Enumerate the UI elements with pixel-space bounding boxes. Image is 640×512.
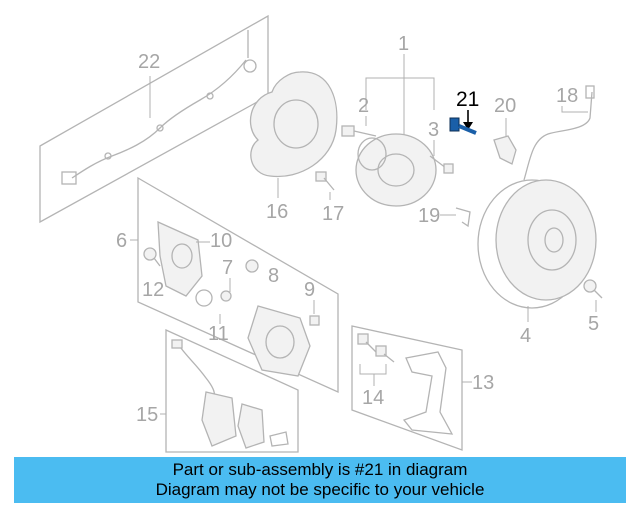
dust-shield [249,71,338,178]
panel-13-outline [351,325,463,451]
part-17-bolt-group: 17 [315,171,344,225]
bolt-21-head [449,117,460,132]
brake-pad-inner [201,391,237,447]
part-21-highlighted-bolt-group: 21 [449,88,479,135]
seal-ring [195,289,213,307]
guide-pin-shank-1 [365,341,377,353]
part-label-10: 10 [210,230,232,252]
hub-bolt-shank [353,130,377,137]
hub-bearing [357,137,387,171]
bolt-17-shank [323,177,335,191]
caliper-bore [265,325,295,359]
leader-18 [561,106,588,113]
cap-8 [245,259,259,273]
part-label-17: 17 [322,203,344,225]
part-19-clip-group: 19 [418,205,471,228]
info-banner: Part or sub-assembly is #21 in diagram D… [14,457,626,503]
guide-pin-head-2 [375,345,387,357]
part-label-2: 2 [358,95,369,117]
part-label-15: 15 [136,404,158,426]
part-label-13: 13 [472,372,494,394]
bolt-3-head [443,163,454,174]
part-22-abs-sensor-group: 22 [39,14,269,224]
part-20-bracket-group: 20 [493,95,517,165]
panel-22-outline [39,14,269,224]
part-label-4: 4 [520,325,531,347]
screw-5-head [583,279,597,293]
wear-sensor-plug [171,339,183,349]
sensor-connector [61,171,77,185]
part-label-18: 18 [556,85,578,107]
part-18-brake-line-group: 18 [523,85,595,181]
dust-shield-hub-hole [273,99,319,149]
bolt-12-shank [153,257,161,267]
hub-flange [355,133,437,207]
brake-pad-outer [237,403,265,449]
part-label-22: 22 [138,51,160,73]
brake-line [523,91,593,181]
part-4-brake-disc-group: 4 [477,179,597,347]
wire-clip-1 [104,152,112,160]
part-label-21: 21 [456,88,479,111]
bracket-20 [493,135,517,165]
pad-clip [269,431,289,447]
part-2-hub-bolt-group: 2 [341,95,377,137]
brake-line-fitting [585,85,595,99]
sensor-wire [71,59,247,179]
part-label-16: 16 [266,201,288,223]
caliper-piston [171,243,193,269]
guide-pin-head-1 [357,333,369,345]
disc-center-hole [544,227,564,253]
panel-15-outline [165,328,299,453]
part-label-14: 14 [362,387,384,409]
caliper-bracket [402,351,454,435]
wire-clip-3 [206,92,214,100]
part-label-9: 9 [304,279,315,301]
part-label-3: 3 [428,119,439,141]
clip-19 [455,207,471,228]
leader-1-bracket [365,77,435,110]
bleeder-valve [220,290,232,302]
brake-disc [495,179,597,301]
part-label-20: 20 [494,95,516,117]
leader-14-bracket [359,364,387,375]
part-13-bracket-panel-group: 13 14 [351,325,494,451]
part-5-screw-group: 5 [583,279,603,335]
bolt-21-shank [458,124,477,135]
arrow-21-head [463,122,473,130]
guide-pin-shank-2 [383,353,395,363]
bolt-12-head [143,247,157,261]
hub-center [377,153,415,187]
bolt-3-shank [429,155,447,169]
part-16-dust-shield-group: 16 [249,71,338,223]
part-label-7: 7 [222,257,233,279]
part-15-brake-pads-group: 15 [136,328,299,453]
brake-pad-carrier [157,220,203,297]
caliper-housing [247,305,311,377]
disc-hat [527,209,577,271]
part-6-caliper-panel-group: 6 10 12 7 8 11 9 [116,176,339,394]
part-1-hub-group: 1 [355,33,437,207]
part-label-5: 5 [588,313,599,335]
part-3-bolt-group: 3 [428,119,454,174]
hub-bolt-head [341,125,355,137]
sensor-grommet [243,59,257,73]
part-label-11: 11 [208,323,229,345]
part-label-8: 8 [268,265,279,287]
part-label-19: 19 [418,205,440,227]
wire-clip-2 [156,124,164,132]
bolt-17-head [315,171,327,182]
part-label-1: 1 [398,33,409,55]
banner-part-message: Part or sub-assembly is #21 in diagram [172,460,468,479]
screw-5-shank [593,289,603,299]
banner-disclaimer: Diagram may not be specific to your vehi… [155,480,485,499]
part-label-12: 12 [142,279,164,301]
bolt-9-head [309,315,320,326]
panel-6-outline [137,176,339,394]
part-label-6: 6 [116,230,127,252]
